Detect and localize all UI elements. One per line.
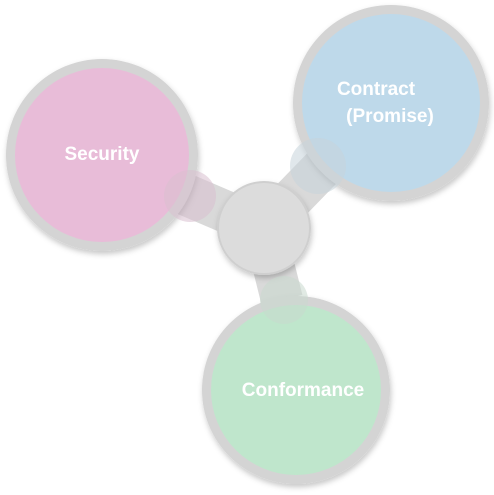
contract-circle xyxy=(302,14,480,192)
conformance-label: Conformance xyxy=(242,380,364,401)
central-hub xyxy=(217,181,311,275)
conformance-joint-highlight xyxy=(260,276,308,324)
security-label: Security xyxy=(65,144,140,165)
conformance-node xyxy=(202,296,390,484)
contract-label-line2: (Promise) xyxy=(346,106,434,127)
security-joint-highlight xyxy=(164,170,216,222)
contract-label-line1: Contract xyxy=(337,79,416,100)
conformance-circle xyxy=(211,305,381,475)
security-node xyxy=(6,59,198,251)
security-circle xyxy=(15,68,189,242)
contract-joint-highlight xyxy=(290,138,346,194)
contract-node xyxy=(293,5,489,201)
